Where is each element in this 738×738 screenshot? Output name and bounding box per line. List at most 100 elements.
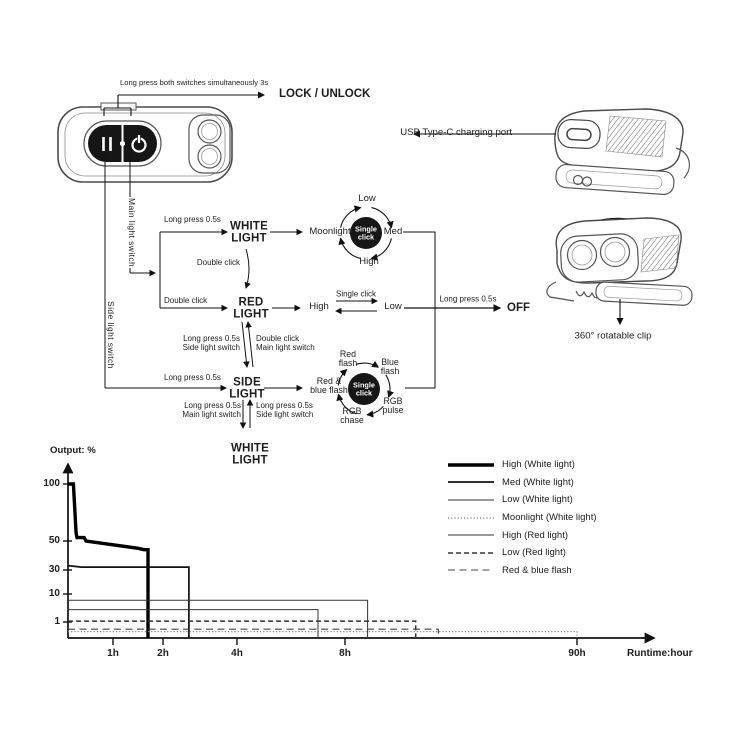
x-tick-8h: 8h bbox=[339, 648, 351, 659]
legend-label: High (Red light) bbox=[502, 529, 568, 541]
y-axis-title: Output: % bbox=[50, 445, 96, 456]
side-switch-button-icon bbox=[102, 137, 112, 151]
white-mode-high: High bbox=[359, 256, 379, 268]
legend-label: Low (Red light) bbox=[502, 547, 566, 559]
legend-line-thin2 bbox=[448, 534, 494, 536]
side-vent bbox=[640, 234, 680, 273]
white-to-red-arrow bbox=[244, 248, 251, 289]
chart-curves bbox=[67, 482, 578, 638]
chart-legend: High (White light) Med (White light) Low… bbox=[448, 456, 597, 579]
off-bus bbox=[403, 231, 436, 389]
y-tick-1: 1 bbox=[54, 616, 60, 627]
series-1 bbox=[68, 482, 150, 638]
single-click-badge bbox=[350, 217, 382, 249]
flow-lines bbox=[104, 152, 502, 429]
side-mode-red-flash: Red flash bbox=[338, 349, 358, 368]
rotatable-clip-label: 360° rotatable clip bbox=[574, 330, 652, 342]
y-tick-10: 10 bbox=[48, 588, 60, 599]
red-to-side-label: Long press 0.5s Side light switch bbox=[182, 334, 240, 353]
main-switch-label: Main light switch bbox=[127, 197, 138, 269]
legend-line-thick bbox=[448, 463, 494, 467]
legend-item: High (White light) bbox=[448, 456, 597, 474]
clip-bottom bbox=[555, 147, 690, 196]
side-switch-label: Side light switch bbox=[106, 300, 117, 370]
device-usb-view bbox=[554, 108, 690, 196]
red-to-side-arrow bbox=[241, 321, 250, 368]
white-cycle bbox=[338, 205, 394, 261]
main-switch-button-icon bbox=[131, 134, 147, 153]
white-light-bottom-label: WHITE LIGHT bbox=[230, 442, 270, 467]
y-tick-50: 50 bbox=[48, 535, 60, 546]
side-mode-rgb-pulse: RGB pulse bbox=[382, 396, 404, 415]
usb-port-label: USB Type-C charging port bbox=[400, 127, 512, 138]
series-3 bbox=[68, 599, 369, 638]
side-cycle bbox=[336, 360, 394, 418]
red-light-label: RED LIGHT bbox=[233, 296, 269, 321]
legend-item: High (Red light) bbox=[448, 526, 597, 544]
single-click-badge bbox=[348, 373, 380, 405]
off-action-label: Long press 0.5s bbox=[439, 294, 497, 304]
series-6 bbox=[68, 620, 417, 638]
lock-callout-lines bbox=[103, 91, 266, 116]
series-5 bbox=[68, 609, 319, 638]
legend-line-dash bbox=[448, 552, 494, 554]
white-enter-label: Long press 0.5s bbox=[164, 215, 221, 224]
device-front-view bbox=[546, 217, 693, 306]
white-to-side-label: Long press 0.5s Side light switch bbox=[256, 401, 314, 420]
side-to-white-label: Long press 0.5s Main light switch bbox=[182, 401, 241, 420]
x-axis-title: Runtime:hour bbox=[627, 648, 693, 659]
main-light-lens bbox=[188, 114, 231, 174]
dual-lens bbox=[560, 233, 639, 283]
legend-item: Red & blue flash bbox=[448, 562, 597, 580]
legend-item: Low (Red light) bbox=[448, 544, 597, 562]
white-light-label: WHITE LIGHT bbox=[229, 220, 269, 245]
white-mode-moonlight: Moonlight bbox=[309, 226, 351, 238]
side-cycle-action: Single click bbox=[353, 380, 375, 397]
legend-label: High (White light) bbox=[502, 459, 575, 471]
white-mode-low: Low bbox=[358, 193, 376, 205]
off-label: OFF bbox=[507, 302, 530, 314]
side-light-label: SIDE LIGHT bbox=[229, 376, 265, 401]
y-tick-100: 100 bbox=[43, 478, 60, 489]
button-pod bbox=[88, 125, 157, 162]
lock-instruction: Long press both switches simultaneously … bbox=[120, 78, 269, 87]
legend-line-dotted bbox=[448, 516, 494, 519]
white-to-red-label: Double click bbox=[196, 258, 240, 267]
x-tick-90h: 90h bbox=[568, 648, 586, 659]
usb-c-port bbox=[557, 118, 601, 150]
legend-item: Low (White light) bbox=[448, 491, 597, 509]
legend-label: Med (White light) bbox=[502, 476, 574, 488]
series-2 bbox=[67, 564, 190, 638]
legend-item: Med (White light) bbox=[448, 474, 597, 492]
x-tick-2h: 2h bbox=[157, 648, 169, 659]
red-enter-label: Double click bbox=[164, 296, 208, 305]
series-4 bbox=[68, 630, 578, 638]
red-mode-high: High bbox=[309, 301, 329, 313]
legend-label: Red & blue flash bbox=[502, 564, 572, 576]
side-to-red-arrow bbox=[245, 321, 254, 368]
side-mode-red-blue: Red & blue flash bbox=[310, 376, 348, 395]
legend-line-thin bbox=[448, 499, 494, 501]
x-tick-1h: 1h bbox=[107, 648, 119, 659]
white-mode-med: Med bbox=[383, 226, 403, 238]
runtime-chart bbox=[62, 462, 656, 645]
legend-line-longdash bbox=[448, 569, 494, 571]
side-to-red-label: Double click Main light switch bbox=[256, 334, 315, 353]
red-mode-low: Low bbox=[384, 301, 402, 313]
white-cycle-action: Single click bbox=[355, 224, 377, 241]
x-tick-4h: 4h bbox=[231, 648, 243, 659]
speaker-vent bbox=[605, 115, 667, 158]
side-mode-blue-flash: Blue flash bbox=[380, 357, 400, 376]
lock-label: LOCK / UNLOCK bbox=[279, 88, 371, 100]
side-mode-rgb-chase: RGB chase bbox=[340, 406, 364, 425]
legend-line-med bbox=[448, 481, 494, 484]
y-tick-30: 30 bbox=[48, 564, 60, 575]
legend-item: Moonlight (White light) bbox=[448, 509, 597, 527]
legend-label: Moonlight (White light) bbox=[502, 512, 597, 524]
series-7 bbox=[68, 628, 439, 638]
device-top-view bbox=[57, 102, 233, 183]
red-cycle-action: Single click bbox=[335, 289, 377, 299]
side-enter-label: Long press 0.5s bbox=[164, 373, 221, 382]
